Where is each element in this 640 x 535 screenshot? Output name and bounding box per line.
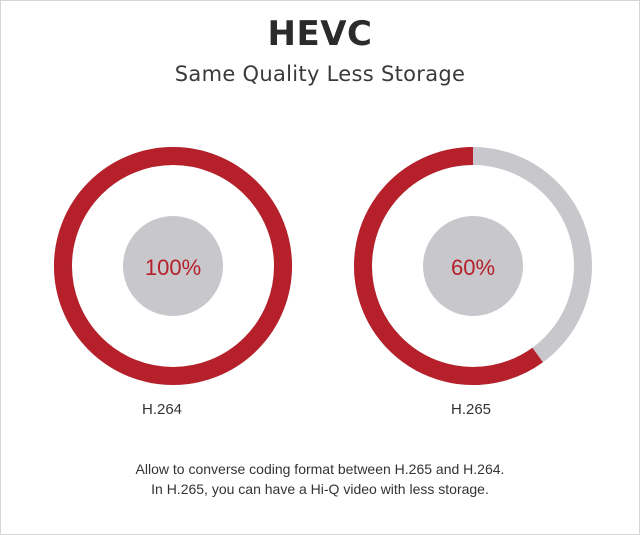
page-subtitle: Same Quality Less Storage — [174, 62, 466, 86]
caption-line-2: In H.265, you can have a Hi-Q video with… — [151, 481, 489, 497]
ring-arc-h265 — [354, 147, 543, 385]
ring-h265: 60% H.265 — [354, 147, 592, 418]
ring-arc-h264 — [54, 147, 292, 386]
series-label-h265: H.265 — [451, 401, 491, 418]
page-title: HEVC — [267, 14, 373, 54]
center-disc-h265 — [423, 216, 523, 316]
caption-line-1: Allow to converse coding format between … — [135, 461, 505, 477]
ring-h264: 100% H.264 — [54, 147, 292, 418]
value-label-h265: 60% — [451, 255, 495, 280]
value-label-h264: 100% — [145, 255, 201, 280]
series-label-h264: H.264 — [142, 401, 182, 418]
center-disc-h264 — [123, 216, 223, 316]
